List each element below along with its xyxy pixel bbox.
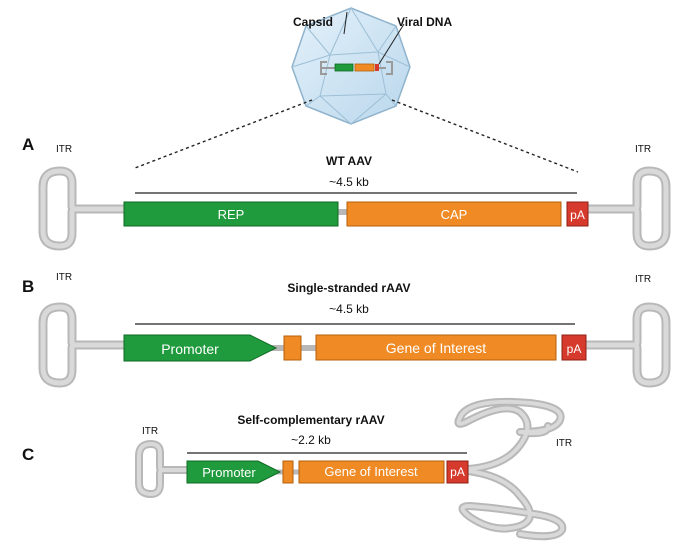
pa-segment [561, 334, 587, 361]
itr-right-label: ITR [635, 144, 651, 155]
pa-segment [446, 460, 469, 484]
dna-pointer [378, 23, 405, 65]
panel-letter: B [22, 277, 34, 296]
cap-label: CAP [441, 207, 468, 222]
small-orange-block [282, 460, 294, 484]
capsid-illustration: Capsid Viral DNA [291, 7, 452, 125]
viral-dna-icon [320, 61, 393, 75]
panel-title: Single-stranded rAAV [287, 281, 410, 295]
capsid-facets [291, 7, 411, 125]
gene-of-interest-label: Gene of Interest [324, 464, 418, 479]
itr-right-label: ITR [556, 438, 572, 449]
panel-b: B ITR ITR Single-stranded rAAV ~4.5 kb P… [22, 272, 671, 388]
panel-c: C ITR ITR Self-complementary rAAV ~2.2 k… [22, 397, 572, 541]
rep-label: REP [218, 207, 245, 222]
pa-label: pA [450, 465, 465, 479]
rep-segment [123, 201, 339, 227]
gene-of-interest-label: Gene of Interest [386, 340, 487, 356]
itr-left-label: ITR [56, 272, 72, 283]
promoter-segment [123, 334, 278, 362]
itr-left-label: ITR [142, 426, 158, 437]
itr-right-label: ITR [635, 274, 651, 285]
zoom-line-right [391, 99, 579, 173]
pa-label: pA [567, 342, 582, 356]
gene-of-interest-segment [315, 334, 557, 361]
pa-label: pA [570, 208, 585, 222]
promoter-segment [186, 460, 282, 484]
panel-letter: A [22, 135, 34, 154]
capsid-pointer [343, 11, 348, 35]
promoter-label: Promoter [202, 465, 256, 480]
panel-title: WT AAV [326, 154, 372, 168]
panel-a: A ITR ITR WT AAV ~4.5 kb REP CAP pA [22, 135, 671, 251]
small-orange-block [283, 335, 302, 361]
length-label: ~4.5 kb [329, 302, 369, 316]
panel-title: Self-complementary rAAV [237, 413, 384, 427]
length-label: ~4.5 kb [329, 175, 369, 189]
panel-letter: C [22, 445, 34, 464]
promoter-label: Promoter [161, 341, 219, 357]
pa-segment [566, 201, 589, 227]
length-label: ~2.2 kb [291, 433, 331, 447]
viral-dna-label: Viral DNA [397, 15, 452, 29]
gene-of-interest-segment [298, 460, 445, 484]
itr-left-label: ITR [56, 144, 72, 155]
cap-segment [346, 201, 562, 227]
capsid-label: Capsid [293, 15, 333, 29]
zoom-line-left [134, 99, 313, 169]
